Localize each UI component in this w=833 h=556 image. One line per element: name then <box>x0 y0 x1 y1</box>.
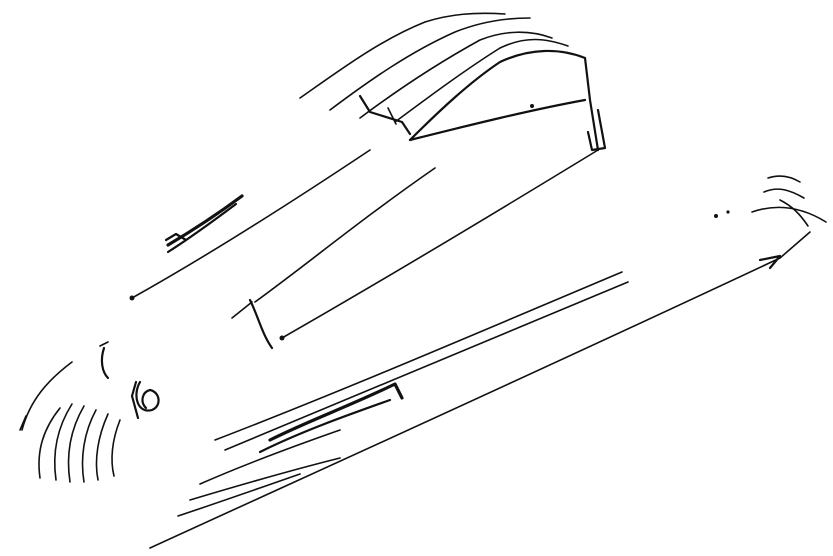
rail-end-tick <box>231 301 253 319</box>
wave-tick <box>19 415 27 431</box>
ramp-cross-tick <box>387 107 397 125</box>
squiggle-dot-1 <box>714 214 718 218</box>
rail-end-cap-left <box>248 298 274 350</box>
ramp-right-edge <box>583 56 600 152</box>
sweep-heavy-stroke-2 <box>258 398 392 454</box>
sweep-lower-stroke-1 <box>199 429 341 485</box>
sweep-lower-stroke-2 <box>189 457 341 501</box>
wave-arc-3 <box>53 403 73 481</box>
wave-arc-2 <box>38 407 61 479</box>
squiggle-3 <box>751 206 827 223</box>
right-squiggles-group <box>714 175 827 227</box>
rail-mid-upper <box>254 167 436 303</box>
wave-arc-1 <box>21 361 73 431</box>
sweep-heavy-stroke <box>268 382 404 442</box>
wave-arc-4 <box>67 405 85 483</box>
wave-arc-5 <box>81 409 97 483</box>
ramp-dot <box>530 104 534 108</box>
small-arrow-tail <box>164 232 188 242</box>
sweep-line-upper-2 <box>224 281 629 451</box>
mark-loop <box>135 380 160 412</box>
sweep-lower-stroke-3 <box>177 473 301 517</box>
rail-mid-lower <box>281 149 599 339</box>
squiggle-1 <box>767 175 801 183</box>
ramp-hatch-stroke-3 <box>359 31 553 119</box>
handwritten-marks-group <box>99 341 160 420</box>
squiggle-2 <box>763 188 805 199</box>
ramp-right-bracket <box>586 108 607 152</box>
ramp-tick-left <box>358 94 412 136</box>
squiggle-4 <box>779 199 809 227</box>
sweep-line-upper <box>214 271 623 441</box>
rail-dot-left <box>129 295 135 301</box>
ramp-hatch-stroke-2 <box>329 17 531 111</box>
sweep-line-long <box>149 257 781 549</box>
rail-dot-mid <box>279 335 285 341</box>
mark-hook-tail <box>99 341 109 347</box>
sweep-arrow-tip <box>758 254 782 270</box>
mark-stem <box>130 380 140 420</box>
ramp-front-edge <box>408 49 587 142</box>
rail-left-long <box>131 149 371 299</box>
small-arrow-underline <box>166 202 238 254</box>
sweep-right-tail <box>779 231 811 259</box>
small-arrow-body <box>166 194 244 247</box>
lower-sweep-group <box>149 231 811 549</box>
mark-hook <box>100 346 110 380</box>
squiggle-dot-2 <box>726 210 730 214</box>
wave-arc-7 <box>111 419 121 477</box>
small-arrow-mark <box>164 194 244 254</box>
ramp-bottom-edge <box>408 98 587 142</box>
ramp-hatch-stroke-4 <box>394 38 569 123</box>
upper-ramp-group <box>299 12 607 152</box>
ramp-hatch-stroke-1 <box>299 12 506 99</box>
lower-left-waves-group <box>19 361 121 483</box>
middle-rails-group <box>129 149 599 350</box>
wave-arc-6 <box>95 413 109 481</box>
